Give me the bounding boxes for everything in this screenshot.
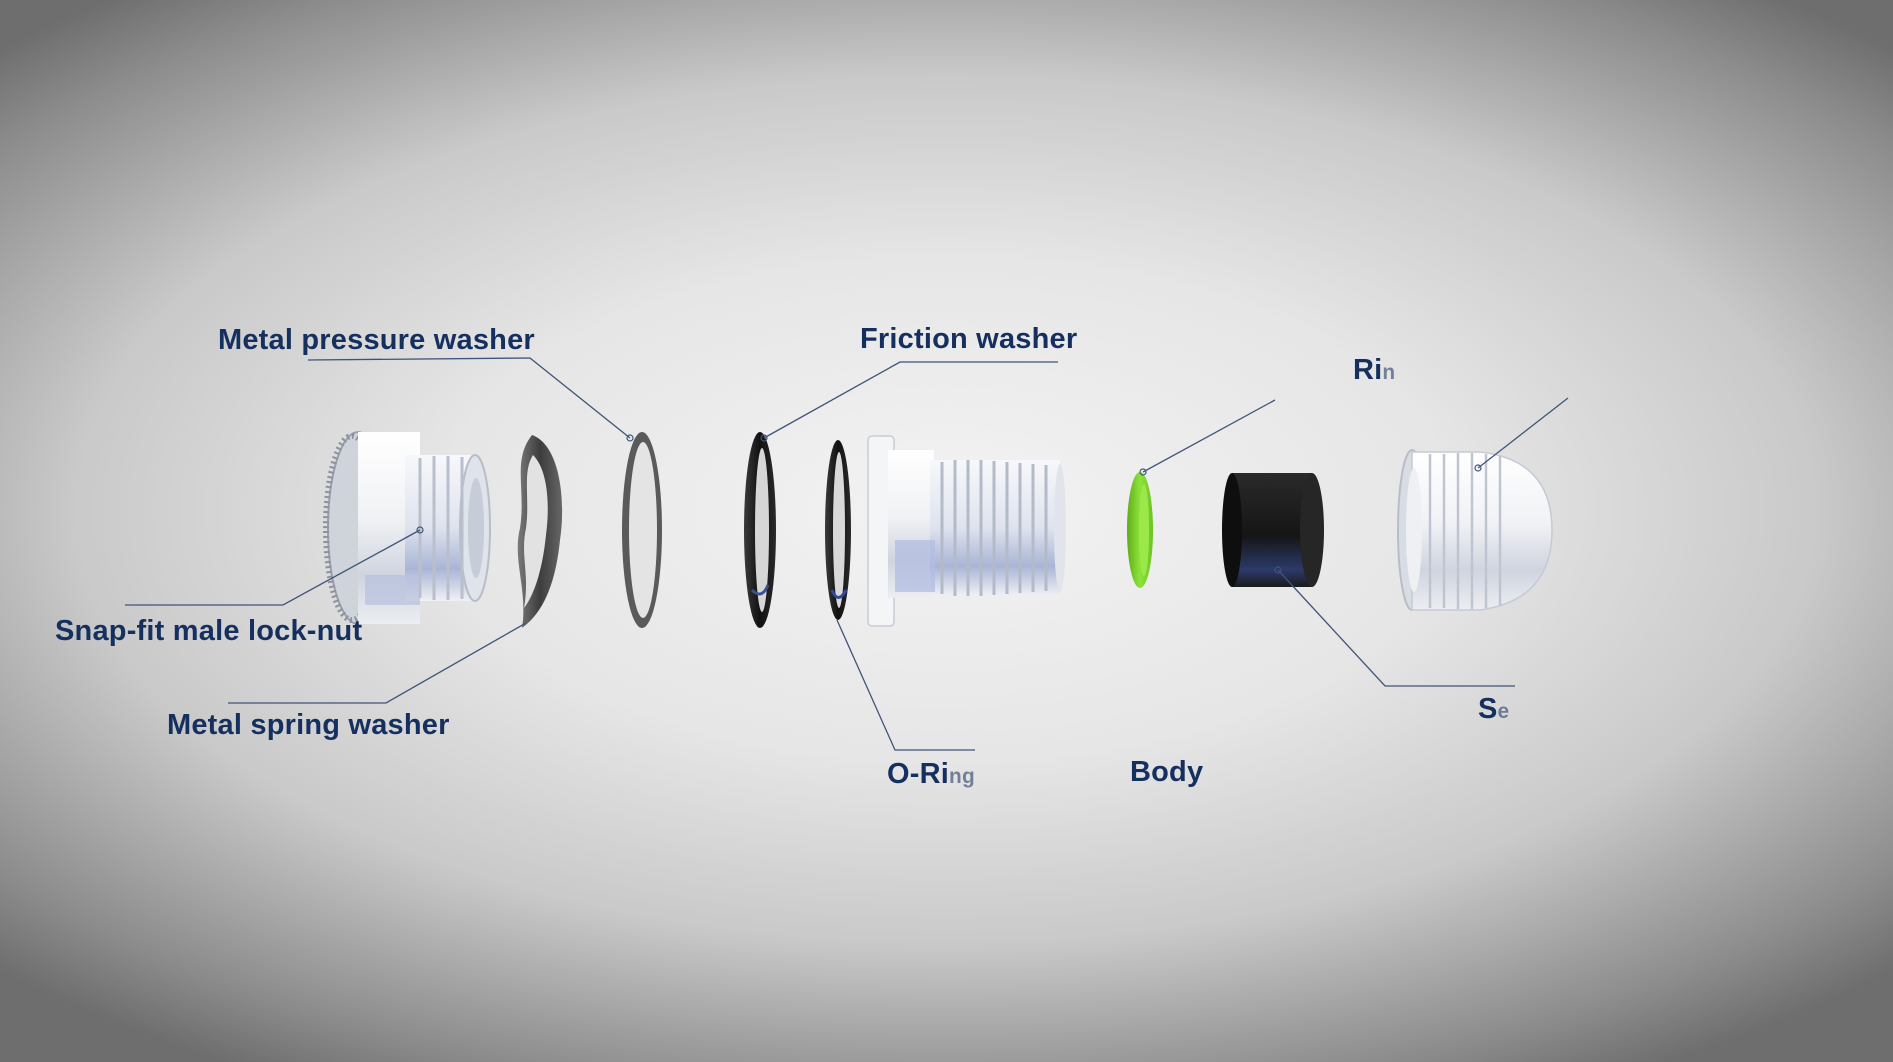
label-metal-spring-washer: Metal spring washer [167, 709, 450, 741]
leader-line-metal-pressure-washer [307, 357, 631, 439]
leader-dots [416, 434, 1482, 574]
label-seal: Se [1478, 695, 1509, 724]
ring-part [1127, 472, 1153, 588]
label-metal-pressure-washer: Metal pressure washer [218, 324, 535, 356]
label-ring-tail: n [1382, 361, 1396, 384]
dome-cap-nut-part [1397, 449, 1553, 611]
leader-line-o-ring [836, 619, 975, 751]
label-o-ring-text: O-Ri [887, 758, 950, 790]
label-friction-washer: Friction washer [860, 323, 1078, 355]
o-ring-part [825, 440, 851, 620]
leader-line-snap-fit [125, 529, 421, 606]
snap-fit-male-lock-nut-part [323, 431, 491, 625]
label-seal-text: S [1478, 693, 1498, 725]
body-part [867, 435, 1066, 627]
seal-part [1222, 473, 1324, 587]
label-seal-tail: e [1497, 700, 1510, 723]
label-snap-fit-male-lock-nut: Snap-fit male lock-nut [55, 615, 363, 647]
friction-washer-part [744, 432, 776, 628]
label-body: Body [1130, 756, 1204, 788]
metal-pressure-washer-part [622, 432, 662, 628]
leader-lines [125, 357, 1569, 751]
label-o-ring: O-Ring [887, 760, 975, 789]
label-ring-text: Ri [1353, 354, 1383, 386]
label-ring: Rin [1353, 356, 1395, 385]
leader-line-cap [1477, 397, 1569, 469]
leader-line-seal [1277, 569, 1515, 687]
metal-spring-washer-part [517, 435, 563, 628]
leader-line-ring [1142, 399, 1276, 473]
leader-line-metal-spring-washer [228, 622, 527, 704]
leader-line-friction-washer [763, 361, 1058, 439]
label-o-ring-tail: ng [949, 765, 975, 788]
